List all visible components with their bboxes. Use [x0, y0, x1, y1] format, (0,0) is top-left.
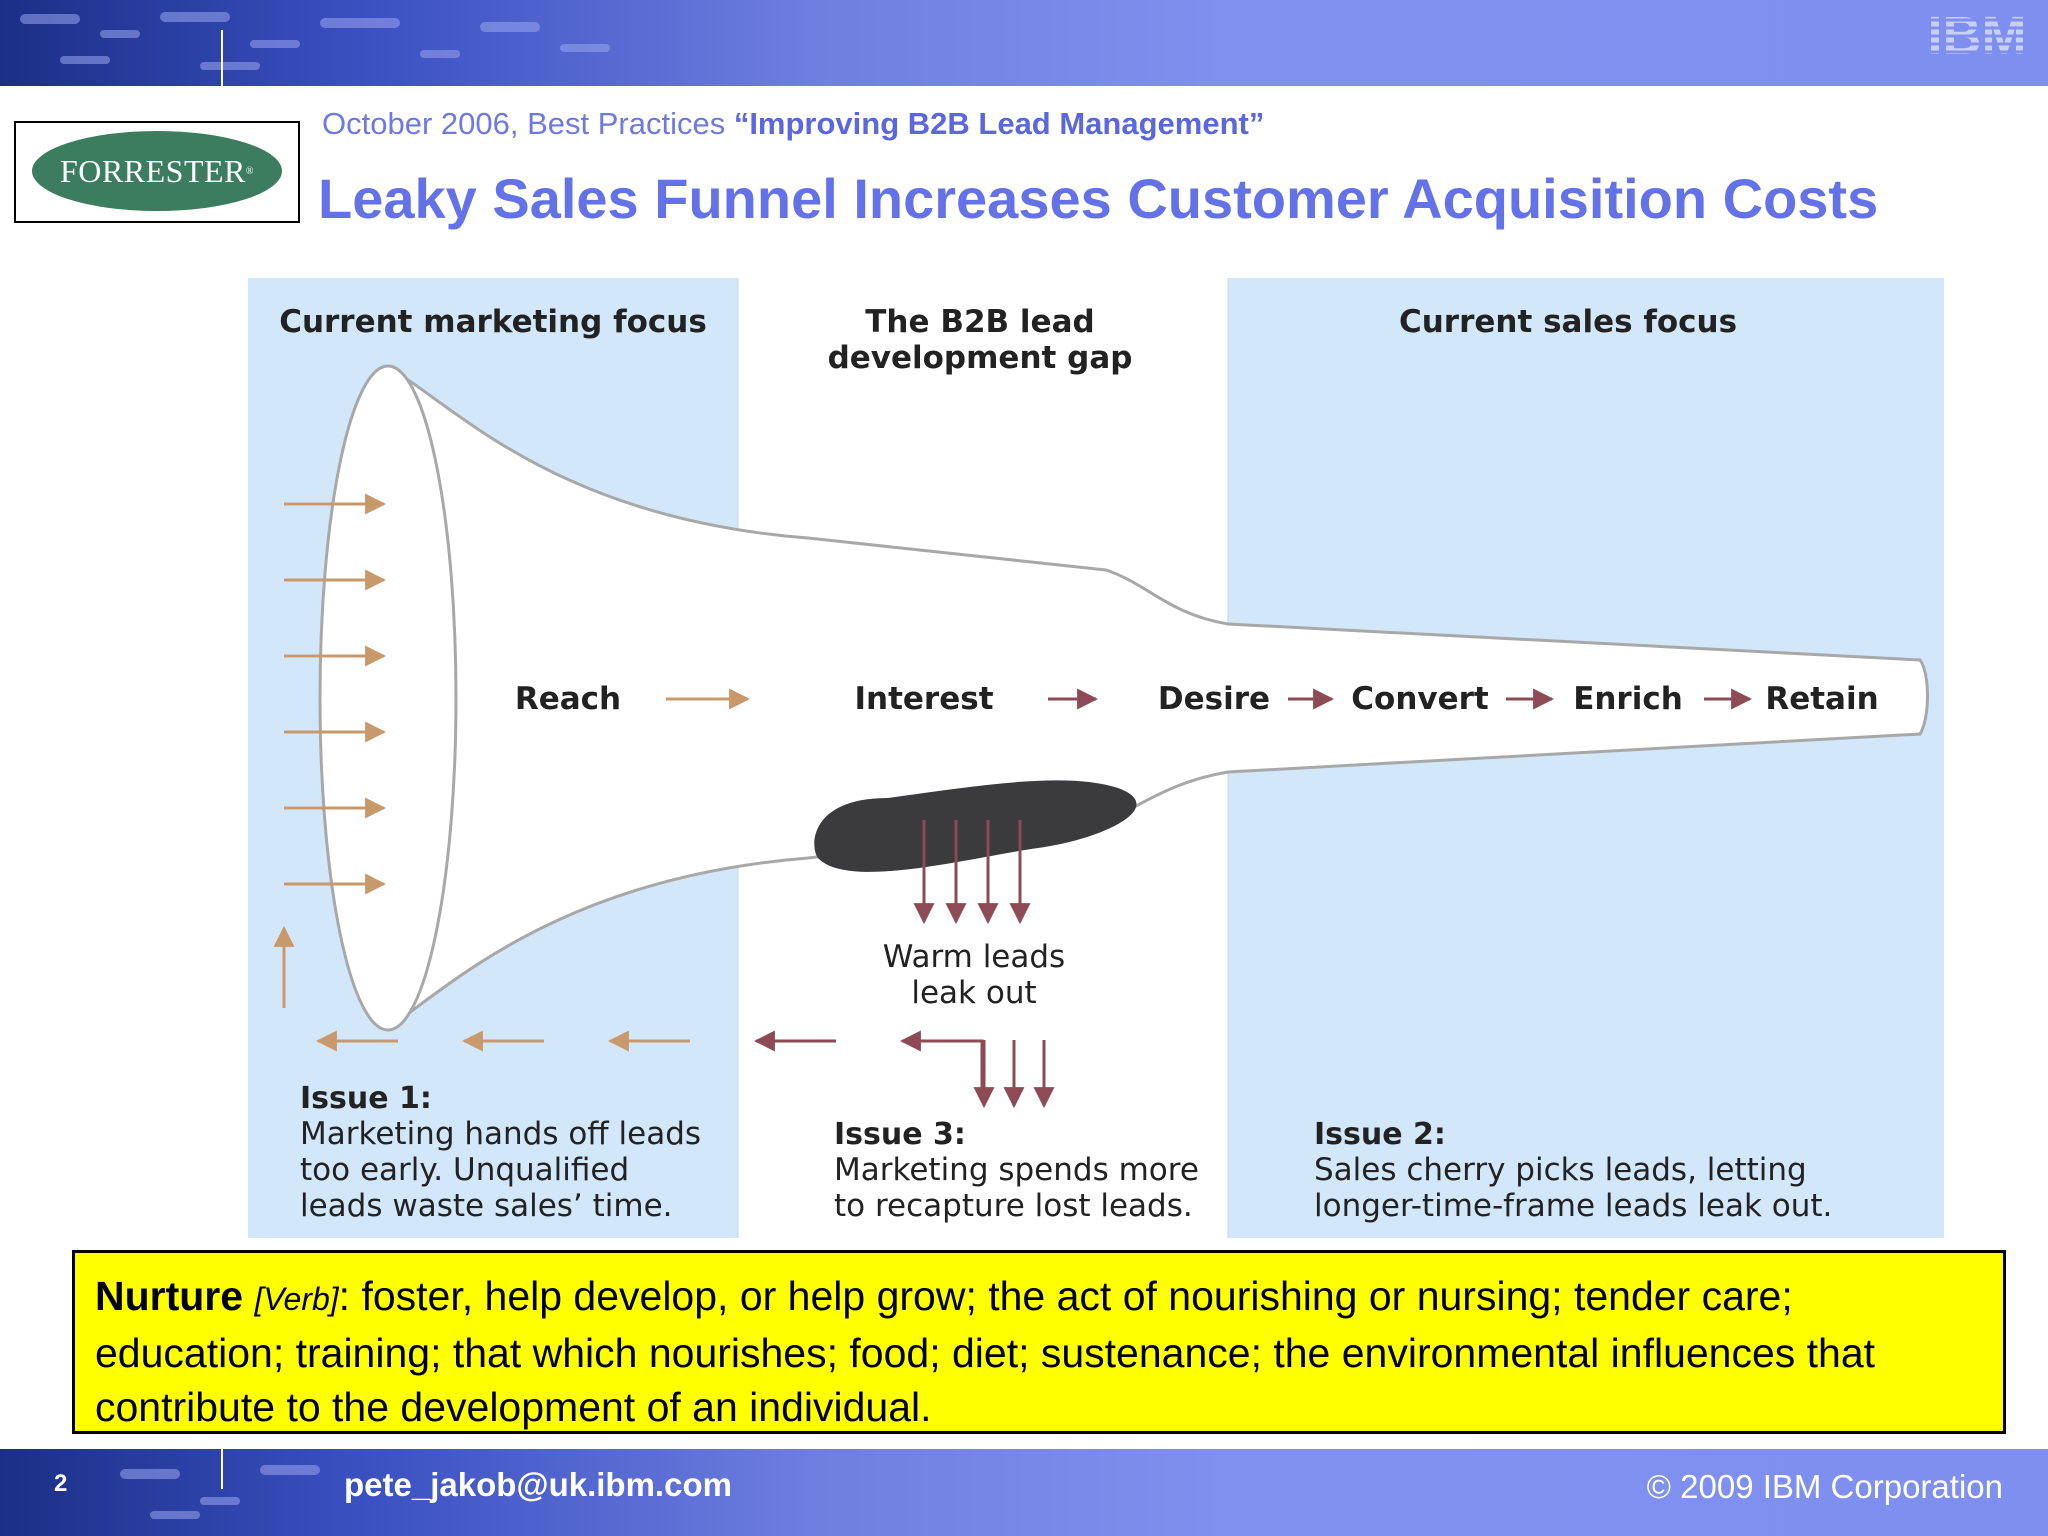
- issue1-title: Issue 1:: [300, 1081, 432, 1116]
- footer-copyright: © 2009 IBM Corporation: [1647, 1468, 2003, 1506]
- stage-convert: Convert: [1351, 681, 1489, 717]
- source-line: October 2006, Best Practices “Improving …: [322, 106, 1264, 142]
- stage-interest: Interest: [854, 681, 993, 717]
- footer-bar: 2 pete_jakob@uk.ibm.com © 2009 IBM Corpo…: [0, 1449, 2048, 1536]
- source-date: October 2006, Best Practices: [322, 106, 734, 141]
- stage-desire: Desire: [1158, 681, 1270, 717]
- forrester-logo: FORRESTER®: [32, 131, 282, 211]
- page-number: 2: [54, 1470, 67, 1498]
- stage-reach: Reach: [515, 681, 621, 717]
- col-marketing-header: Current marketing focus: [279, 304, 707, 340]
- issue2-title: Issue 2:: [1314, 1117, 1446, 1152]
- forrester-logo-text: FORRESTER: [60, 153, 246, 190]
- leak-label-line2: leak out: [911, 975, 1036, 1011]
- issue2-line2: longer-time-frame leads leak out.: [1314, 1188, 1832, 1224]
- header-bar: IBM: [0, 0, 2048, 86]
- ibm-logo: IBM: [1922, 6, 2032, 66]
- issue3-line2: to recapture lost leads.: [834, 1188, 1193, 1224]
- header-decoration: [0, 0, 700, 86]
- page-title: Leaky Sales Funnel Increases Customer Ac…: [318, 166, 1878, 231]
- forrester-logo-box: FORRESTER®: [14, 121, 300, 223]
- issue1-line2: too early. Unqualified: [300, 1152, 629, 1188]
- definition-term: Nurture: [95, 1273, 243, 1319]
- stage-retain: Retain: [1765, 681, 1878, 717]
- leaky-funnel-diagram: Current marketing focus The B2B lead dev…: [248, 278, 1944, 1238]
- issue3-title: Issue 3:: [834, 1117, 966, 1152]
- definition-text: : foster, help develop, or help grow; th…: [95, 1273, 1875, 1430]
- footer-email[interactable]: pete_jakob@uk.ibm.com: [344, 1466, 732, 1504]
- col-sales-header: Current sales focus: [1399, 304, 1737, 340]
- col-gap-header-line2: development gap: [828, 340, 1133, 376]
- issue1-line3: leads waste sales’ time.: [300, 1188, 673, 1224]
- leak-label-line1: Warm leads: [883, 939, 1065, 975]
- issue1-line1: Marketing hands off leads: [300, 1116, 701, 1152]
- stage-enrich: Enrich: [1573, 681, 1683, 717]
- source-report: “Improving B2B Lead Management”: [734, 106, 1265, 141]
- funnel-mouth: [320, 366, 456, 1030]
- issue2-line1: Sales cherry picks leads, letting: [1314, 1152, 1807, 1188]
- col-gap-header-line1: The B2B lead: [865, 304, 1094, 340]
- issue3-line1: Marketing spends more: [834, 1152, 1199, 1188]
- nurture-definition-box: Nurture [Verb]: foster, help develop, or…: [72, 1250, 2006, 1434]
- definition-part-of-speech: [Verb]: [254, 1281, 338, 1317]
